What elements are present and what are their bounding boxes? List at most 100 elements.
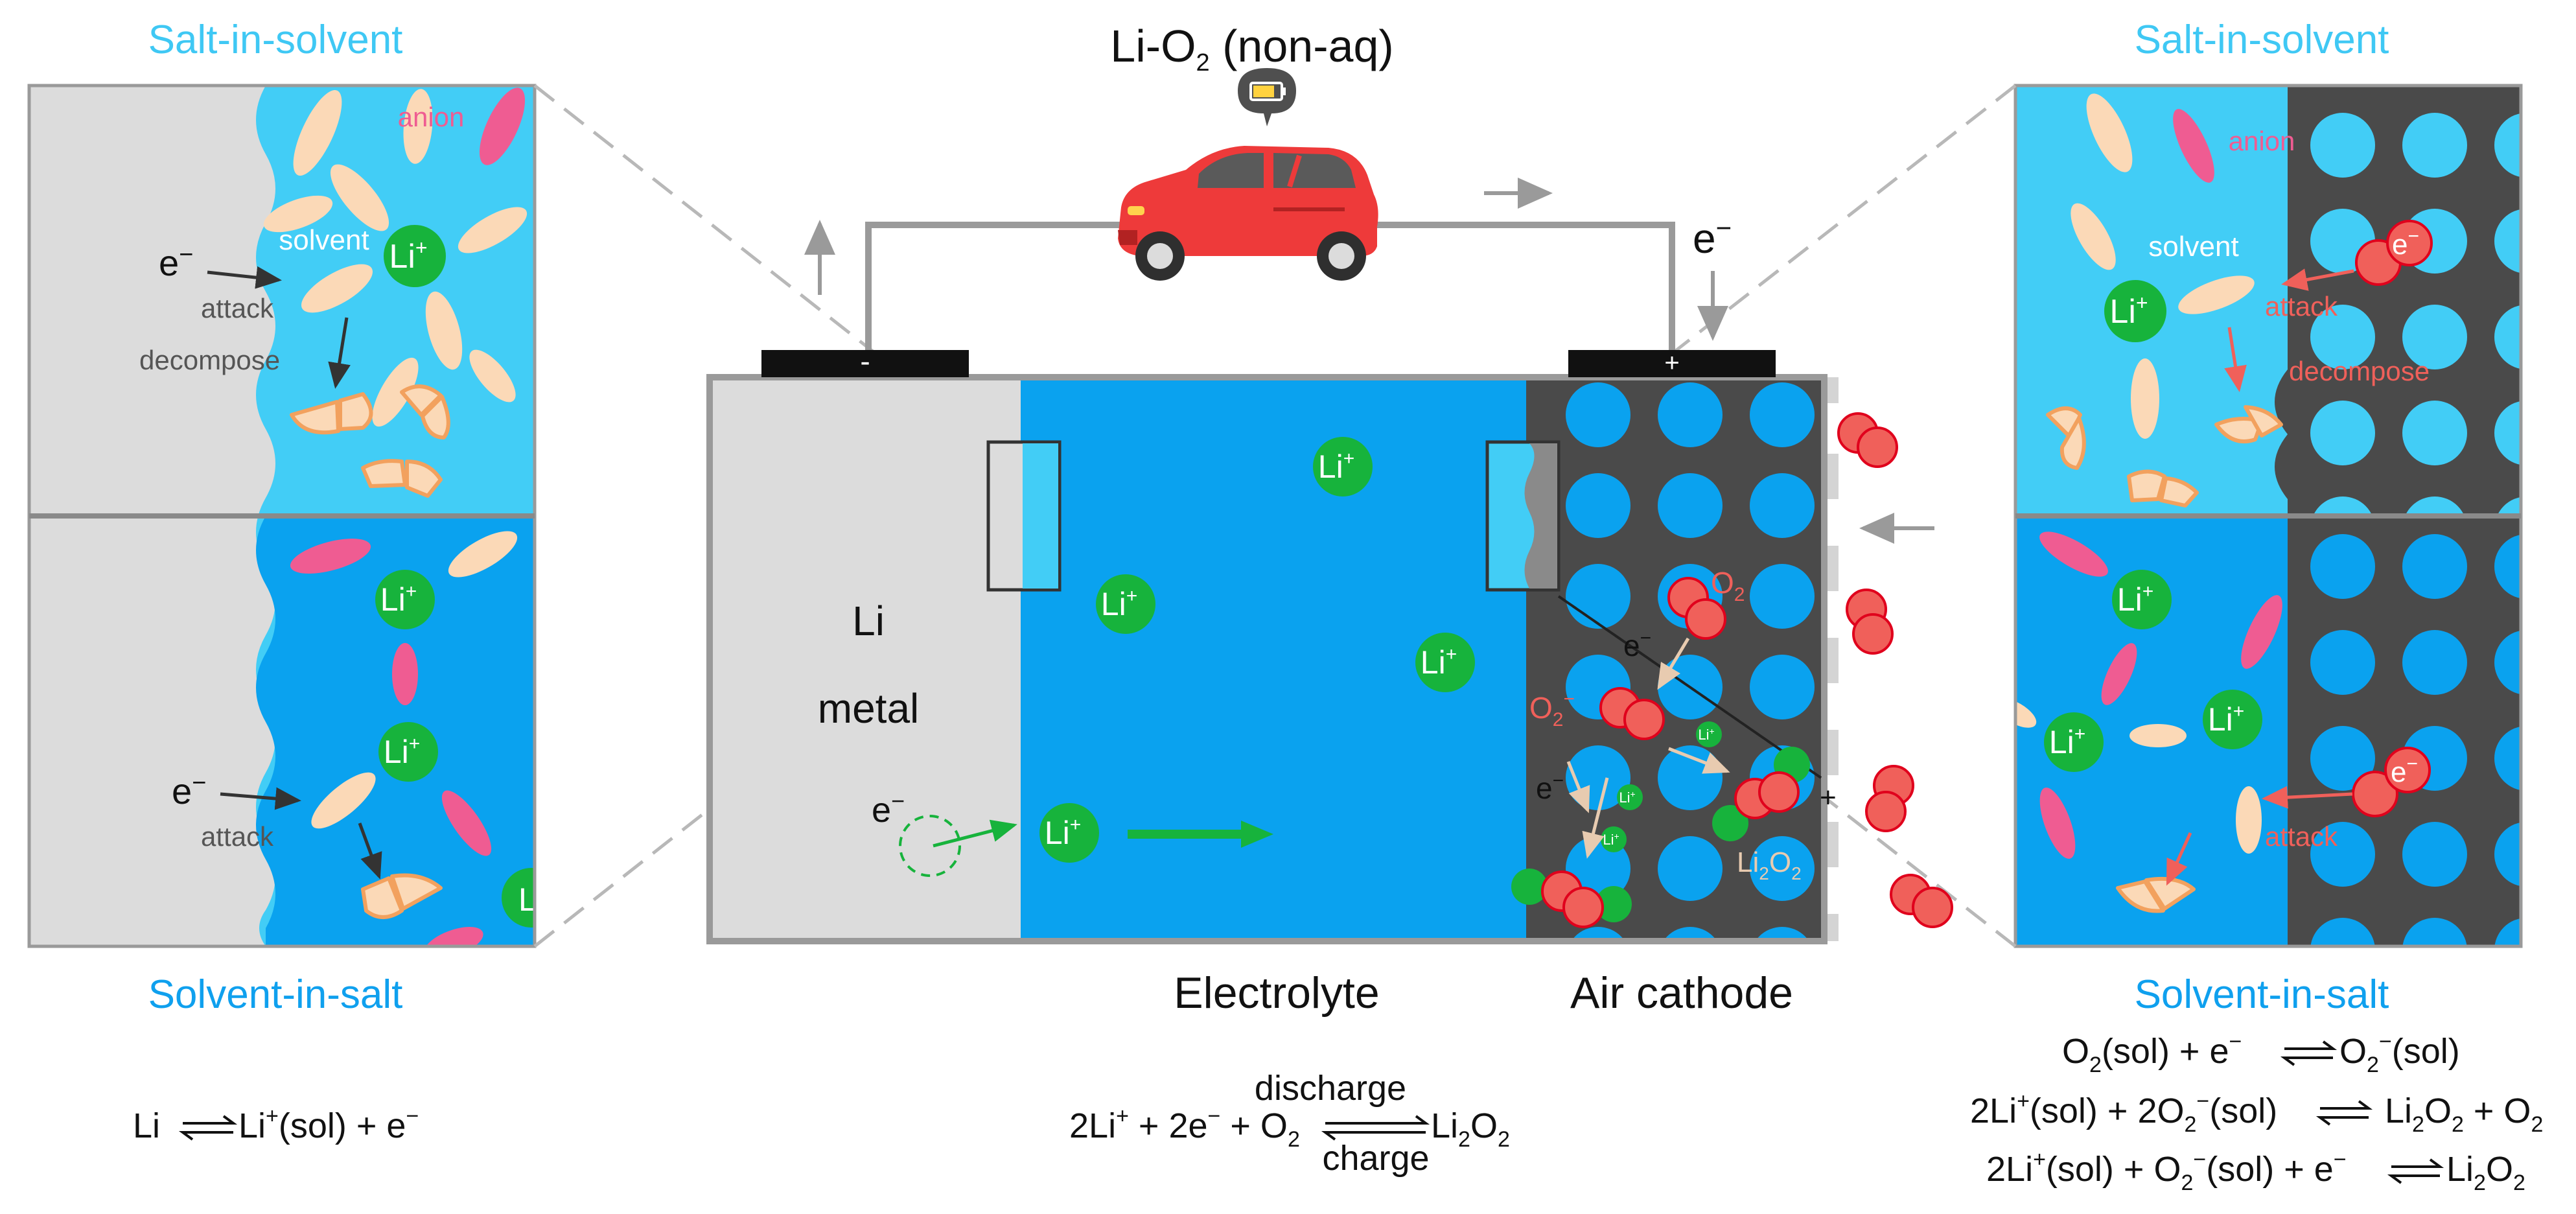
- decompose-arrow-left-bottom: [358, 823, 382, 880]
- svg-text:Li+: Li+: [389, 236, 427, 275]
- equilibrium-arrows-center: [1321, 1115, 1430, 1141]
- svg-text:e−: e−: [2392, 226, 2419, 261]
- decomposed-solvent-bottom-left: [361, 873, 443, 919]
- svg-text:e−: e−: [2391, 753, 2418, 788]
- external-circuit-wire: [865, 222, 1141, 350]
- svg-text:Li+: Li+: [2109, 291, 2148, 331]
- decompose-arrow-left: [328, 317, 351, 389]
- svg-text:Li+(sol) + e−: Li+(sol) + e−: [238, 1104, 419, 1145]
- svg-text:O2(sol) + e−: O2(sol) + e−: [2062, 1029, 2242, 1077]
- li-oxidation-arrow: [933, 819, 1017, 848]
- superoxide-right-top: e−: [2355, 220, 2433, 286]
- svg-text:Li+: Li+: [380, 581, 417, 618]
- diagram-title: Li-O2 (non-aq): [1110, 21, 1393, 76]
- decompose-label-left: decompose: [139, 345, 280, 375]
- positive-terminal: [1568, 350, 1776, 377]
- anions-bottom-right: [2039, 531, 2282, 859]
- solvent-molecules-top-left: [263, 89, 528, 427]
- overall-reaction-equation: 2Li+ + 2e− + O2 discharge charge Li2O2: [1069, 1069, 1510, 1178]
- attack-label-right-top: attack: [2265, 291, 2338, 321]
- electrolyte-label: Electrolyte: [1174, 968, 1379, 1018]
- svg-text:Li2O2 + O2: Li2O2 + O2: [2385, 1091, 2543, 1137]
- attack-arrow-right-top: [2281, 268, 2354, 291]
- li-metal-label-line1: Li: [852, 598, 885, 644]
- decompose-arrow-right-bottom: [2166, 832, 2192, 886]
- svg-text:Li2O2: Li2O2: [2446, 1150, 2525, 1195]
- plus-marker-cathode: +: [1820, 782, 1837, 813]
- left-top-caption: Salt-in-solvent: [148, 18, 403, 62]
- svg-text:Li+: Li+: [1101, 585, 1137, 622]
- li-ion-right-bottom-3: Li+: [2203, 690, 2262, 749]
- li-ion-right-top: Li+: [2104, 280, 2166, 342]
- decompose-label-right: decompose: [2289, 356, 2430, 386]
- right-top-caption: Salt-in-solvent: [2135, 18, 2389, 62]
- attack-arrow-left-top: [207, 266, 282, 289]
- cathode-equation-1: O2(sol) + e− O2−(sol): [2062, 1029, 2460, 1077]
- li-ion-left-bottom-2: Li+: [378, 722, 438, 782]
- anion-label-right: anion: [2229, 126, 2295, 156]
- svg-text:Li+: Li+: [1698, 726, 1714, 743]
- li-metal-label-line2: metal: [818, 685, 920, 732]
- negative-terminal-label: -: [860, 344, 870, 378]
- cathode-equation-3: 2Li+(sol) + O2−(sol) + e− Li2O2: [1986, 1147, 2525, 1195]
- li-ion-electrolyte-moving: Li+: [1039, 803, 1099, 863]
- left-zoom-panel: anion solvent Li+ e− attack decompose Li…: [29, 86, 537, 946]
- li-ion-right-bottom-2: Li+: [2044, 712, 2104, 772]
- solvent-molecules-bottom-left: [311, 531, 518, 829]
- superoxide-cathode: [1599, 687, 1665, 740]
- o2-molecules-outside: [1837, 412, 1953, 928]
- svg-text:Li2O2: Li2O2: [1431, 1106, 1510, 1152]
- electron-label-cathode-2: e−: [1536, 770, 1564, 805]
- negative-terminal: [761, 350, 969, 377]
- left-bottom-caption: Solvent-in-salt: [148, 972, 403, 1017]
- svg-text:2Li+(sol) + O2−(sol) + e−: 2Li+(sol) + O2−(sol) + e−: [1986, 1147, 2347, 1195]
- zoom-connector-lines: [533, 84, 2017, 948]
- discharge-label: discharge: [1255, 1069, 1406, 1108]
- solvent-label-right: solvent: [2148, 231, 2238, 263]
- svg-text:Li+: Li+: [1619, 789, 1635, 806]
- svg-text:Li+: Li+: [2117, 581, 2153, 618]
- li-ion-left-bottom-1: Li+: [375, 570, 435, 629]
- battery-outline: [706, 374, 1828, 944]
- battery-cell: [706, 374, 1839, 944]
- solvent-molecules-bottom-right: [2015, 698, 2262, 854]
- li-ion-electrolyte-2: Li+: [1096, 574, 1155, 634]
- li2o2-label-cathode: Li2O2: [1737, 846, 1802, 883]
- attack-label-left-bottom: attack: [201, 821, 274, 852]
- li-ion-right-bottom-1: Li+: [2112, 570, 2172, 629]
- superoxide-label-cathode: O2−: [1529, 688, 1575, 730]
- electric-car-icon: [1118, 68, 1378, 281]
- cathode-equation-2: 2Li+(sol) + 2O2−(sol) Li2O2 + O2: [1970, 1089, 2543, 1137]
- solvent-molecules-top-right: [2071, 93, 2255, 439]
- li-ion-migration-arrow: [1128, 821, 1273, 848]
- li-ion-electrolyte-3: Li+: [1415, 633, 1475, 692]
- li-ion-small-cathode-2: Li+: [1617, 784, 1643, 810]
- attack-arrow-right-bottom: [2262, 786, 2353, 809]
- superoxide-right-bottom: e−: [2352, 747, 2431, 817]
- decomposed-solvent-top-left: [290, 384, 450, 498]
- li2o2-cluster-1: [1712, 747, 1810, 841]
- svg-text:L: L: [518, 881, 537, 918]
- svg-text:2Li+ + 2e− + O2: 2Li+ + 2e− + O2: [1069, 1104, 1300, 1152]
- reduction-arrow-1: [1657, 637, 1690, 690]
- svg-text:O2−(sol): O2−(sol): [2339, 1029, 2460, 1077]
- reduction-arrow-4: [1582, 777, 1609, 859]
- solvent-label-left: solvent: [279, 224, 369, 256]
- decompose-arrow-right: [2224, 327, 2247, 392]
- positive-terminal-label: +: [1664, 349, 1679, 377]
- li-ion-left-top: Li+: [384, 225, 446, 287]
- air-cathode-label: Air cathode: [1570, 968, 1793, 1018]
- li-ion-left-bottom-cut: L: [502, 868, 537, 928]
- external-circuit-wire-right: [1377, 222, 1675, 350]
- electron-label-circuit: e−: [1693, 213, 1732, 262]
- svg-text:Li+: Li+: [1421, 644, 1457, 681]
- svg-text:Li+: Li+: [384, 733, 420, 770]
- anode-equation: Li Li+(sol) + e−: [133, 1104, 419, 1145]
- o2-label-cathode: O2: [1711, 566, 1745, 605]
- anion-label: anion: [398, 102, 465, 132]
- o2-molecule-cathode: [1667, 577, 1726, 640]
- cathode-gas-tabs: [1824, 377, 1839, 941]
- electron-label-left-bottom: e−: [172, 769, 206, 811]
- cathode-inset-pointer: [1557, 595, 1822, 779]
